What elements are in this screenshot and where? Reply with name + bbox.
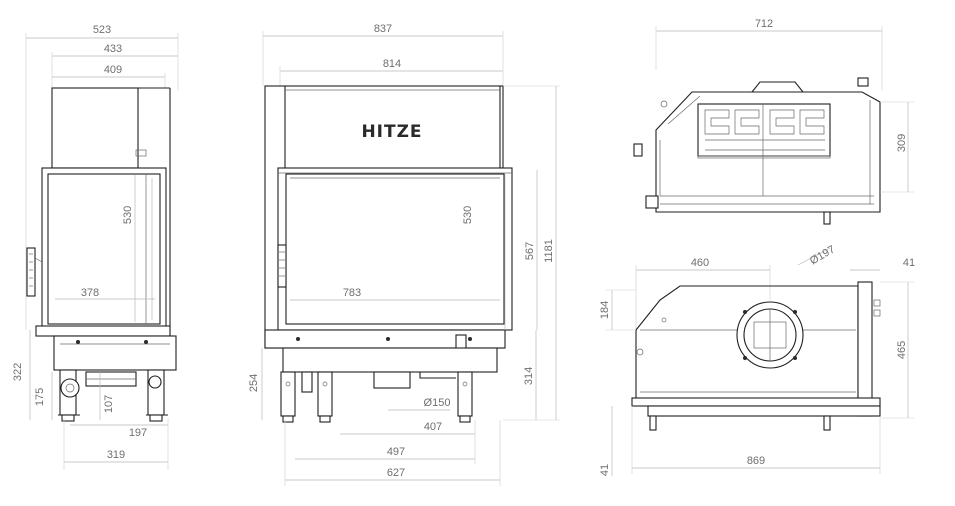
front-dim-314: 314 xyxy=(523,367,535,385)
plan-dim-41-top: 41 xyxy=(903,257,915,269)
front-dim-407: 407 xyxy=(424,421,442,433)
front-dim-530: 530 xyxy=(462,206,474,224)
plan-view: 460 Ø197 41 184 465 41 869 xyxy=(599,243,915,476)
top-view: 712 309 xyxy=(633,18,914,225)
side-dim-175: 175 xyxy=(34,388,46,406)
front-dim-567: 567 xyxy=(524,242,536,260)
plan-dim-465: 465 xyxy=(896,341,908,359)
side-dim-378: 378 xyxy=(81,287,99,299)
side-dim-523: 523 xyxy=(93,24,111,36)
top-dim-712: 712 xyxy=(755,18,773,30)
side-dim-322: 322 xyxy=(12,363,24,381)
side-dim-319: 319 xyxy=(107,449,125,461)
front-dim-814: 814 xyxy=(383,58,401,70)
side-dim-433: 433 xyxy=(104,43,122,55)
front-dim-783: 783 xyxy=(343,287,361,299)
plan-dim-d197: Ø197 xyxy=(808,243,837,267)
front-dim-254: 254 xyxy=(248,374,260,392)
side-dim-530: 530 xyxy=(122,206,134,224)
side-view: 523 433 409 530 378 322 175 107 197 319 xyxy=(12,24,179,470)
top-dim-309: 309 xyxy=(896,134,908,152)
front-view: HITZE xyxy=(248,23,560,486)
front-dim-627: 627 xyxy=(387,467,405,479)
front-dim-837: 837 xyxy=(374,23,392,35)
front-dim-1181: 1181 xyxy=(543,239,555,263)
plan-dim-460: 460 xyxy=(691,257,709,269)
front-dim-d150: Ø150 xyxy=(424,397,451,409)
plan-dim-869: 869 xyxy=(747,455,765,467)
front-dim-497: 497 xyxy=(387,446,405,458)
brand-logo: HITZE xyxy=(361,122,422,142)
side-dim-197: 197 xyxy=(129,427,147,439)
side-dim-409: 409 xyxy=(104,64,122,76)
plan-dim-41-bottom: 41 xyxy=(599,464,611,476)
side-dim-107: 107 xyxy=(103,395,115,413)
plan-dim-184: 184 xyxy=(599,301,611,319)
